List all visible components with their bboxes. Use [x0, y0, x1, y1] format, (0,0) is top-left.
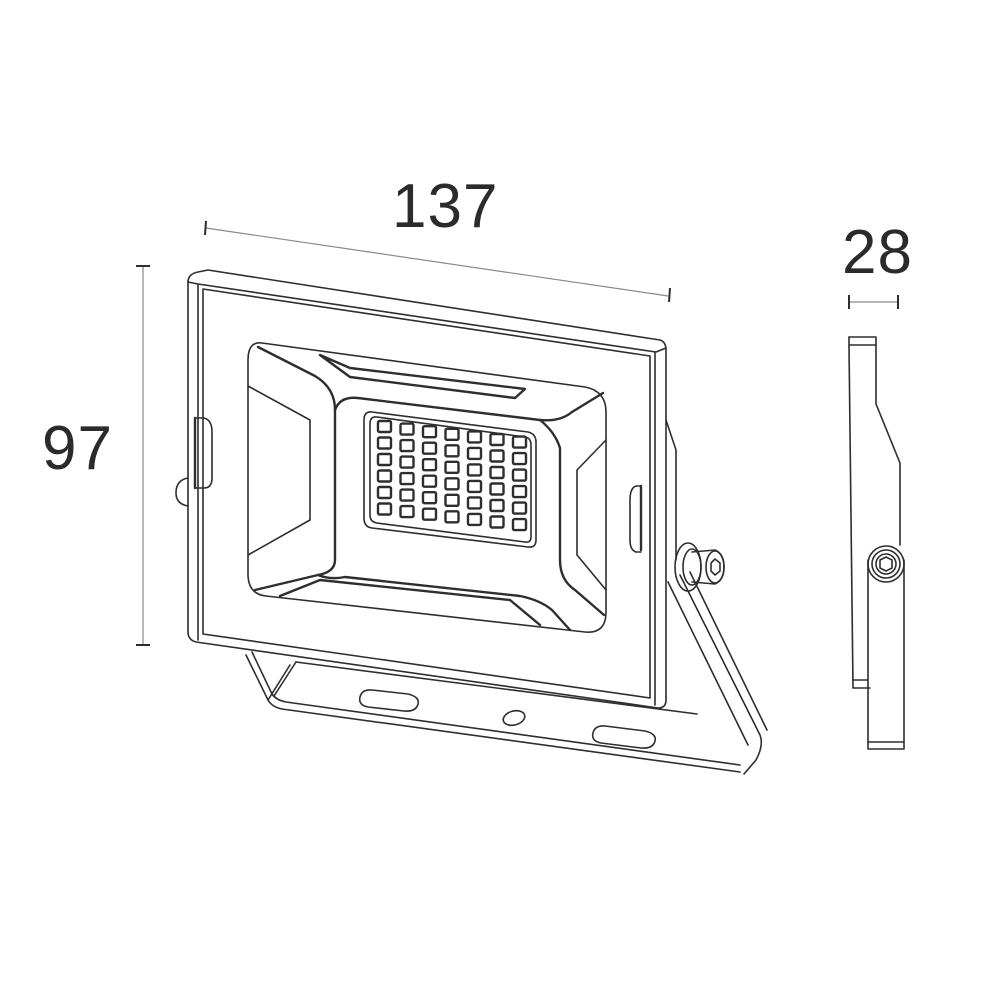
led-chip	[489, 449, 505, 463]
led-chip	[489, 432, 505, 447]
led-chip	[511, 451, 528, 466]
led-chip	[466, 496, 483, 510]
led-chip	[511, 468, 528, 482]
led-chip	[466, 479, 483, 494]
led-chip	[421, 458, 438, 472]
led-chip	[444, 444, 460, 458]
depth-dimension-line	[848, 295, 899, 309]
led-chip	[444, 510, 460, 524]
led-chip	[489, 465, 505, 480]
side-view	[848, 336, 905, 750]
led-chip	[376, 469, 393, 483]
depth-dimension-label: 28	[842, 218, 913, 287]
led-chip	[376, 419, 393, 434]
led-chip	[399, 471, 415, 486]
led-chip	[466, 430, 483, 444]
led-chip	[444, 477, 460, 491]
led-chip	[421, 425, 438, 439]
led-chip	[444, 493, 460, 507]
led-chip	[466, 463, 483, 477]
led-grid	[376, 419, 528, 532]
width-dimension-line	[204, 220, 671, 303]
led-chip	[511, 517, 528, 532]
led-chip	[511, 435, 528, 449]
led-chip	[444, 427, 460, 441]
housing-frame	[175, 269, 677, 709]
led-chip	[399, 504, 415, 519]
led-chip	[376, 436, 393, 450]
height-dimension-line	[136, 265, 150, 646]
led-chip	[511, 484, 528, 499]
led-chip	[466, 446, 483, 461]
led-chip	[399, 438, 415, 453]
led-chip	[511, 501, 528, 515]
led-chip	[444, 460, 460, 474]
led-module	[363, 411, 537, 548]
led-chip	[421, 474, 438, 488]
height-dimension-label: 97	[42, 414, 113, 483]
reflector	[247, 342, 607, 633]
width-dimension-label: 137	[392, 172, 499, 241]
pivot-bolt	[674, 542, 725, 592]
led-chip	[421, 491, 438, 505]
led-chip	[421, 441, 438, 455]
bracket-front	[245, 571, 768, 775]
led-chip	[421, 507, 438, 521]
led-chip	[376, 485, 393, 500]
led-chip	[489, 498, 505, 513]
led-chip	[399, 422, 415, 436]
led-chip	[466, 512, 483, 527]
led-chip	[399, 488, 415, 502]
led-chip	[376, 452, 393, 467]
led-chip	[399, 455, 415, 469]
led-chip	[489, 515, 505, 529]
led-chip	[489, 482, 505, 496]
led-chip	[376, 502, 393, 516]
